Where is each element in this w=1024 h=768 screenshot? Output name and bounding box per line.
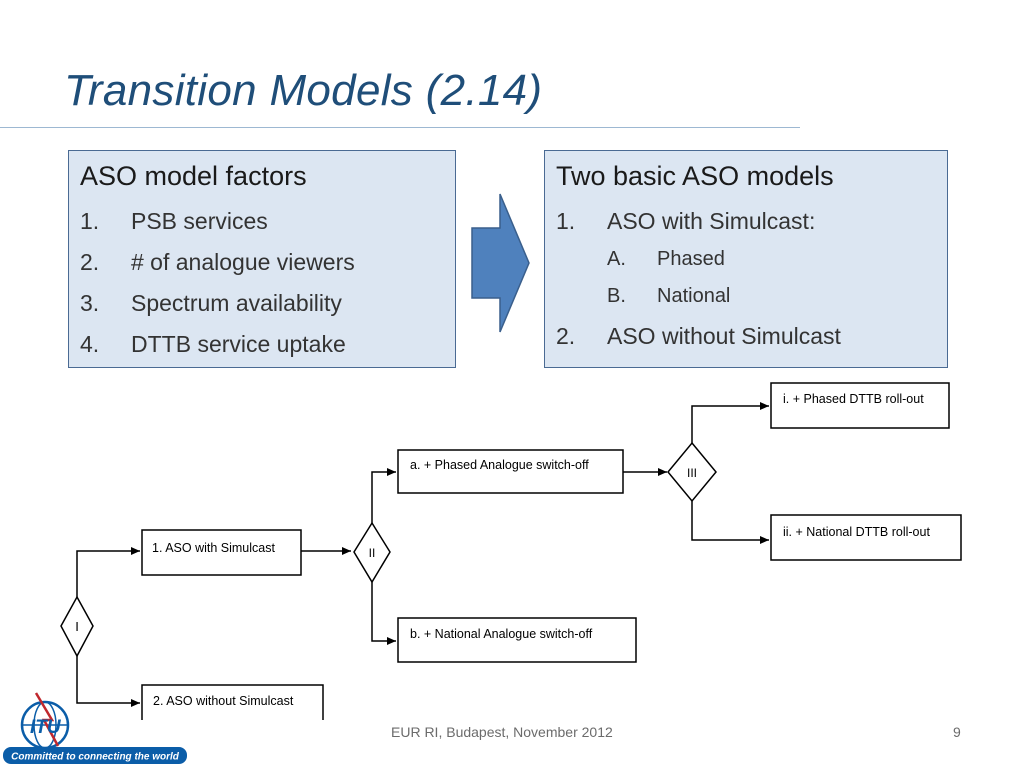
slide-title: Transition Models (2.14) xyxy=(64,66,543,115)
itu-logo: ITU Committed to connecting the world xyxy=(3,692,187,764)
node-label: 1. ASO with Simulcast xyxy=(152,541,275,555)
decision-diamond-1: I xyxy=(60,595,94,658)
decision-diamond-3: III xyxy=(667,441,717,503)
aso-factors-box: ASO model factors 1. PSB services 2. # o… xyxy=(68,150,456,368)
connector xyxy=(76,547,140,597)
list-number: 2. xyxy=(556,323,576,349)
node-label: i. + Phased DTTB roll-out xyxy=(783,392,924,406)
connector xyxy=(691,501,769,544)
aso-models-heading: Two basic ASO models xyxy=(556,161,834,191)
node-aso-without-simulcast xyxy=(141,684,324,720)
connector xyxy=(371,582,396,645)
connector xyxy=(76,656,140,707)
aso-flow-diagram: I II III 1. ASO with Simulcast 2. ASO wi… xyxy=(60,382,962,720)
connector xyxy=(371,468,396,523)
node-label: a. + Phased Analogue switch-off xyxy=(410,458,589,472)
logo-text: ITU xyxy=(30,717,62,738)
list-text: DTTB service uptake xyxy=(131,331,346,357)
connector xyxy=(691,402,769,443)
list-number: 2. xyxy=(80,249,100,275)
node-phased-analogue-switch-off xyxy=(397,449,624,494)
node-aso-with-simulcast xyxy=(141,529,302,576)
node-label: ii. + National DTTB roll-out xyxy=(783,525,930,539)
list-number: 1. xyxy=(80,208,100,234)
list-text: ASO without Simulcast xyxy=(607,323,841,349)
footer-text: EUR RI, Budapest, November 2012 xyxy=(391,724,613,740)
list-text: Phased xyxy=(657,248,725,270)
decision-diamond-2: II xyxy=(353,521,391,584)
list-number: 4. xyxy=(80,331,100,357)
decision-label: II xyxy=(369,546,376,560)
list-text: # of analogue viewers xyxy=(131,249,355,275)
logo-tagline: Committed to connecting the world xyxy=(11,752,180,763)
node-national-dttb-roll-out xyxy=(770,514,962,561)
node-phased-dttb-roll-out xyxy=(770,382,950,429)
list-number: 1. xyxy=(556,208,576,234)
list-number: 3. xyxy=(80,290,100,316)
node-national-analogue-switch-off xyxy=(397,617,637,663)
right-arrow-shape xyxy=(471,193,530,333)
node-label: b. + National Analogue switch-off xyxy=(410,627,593,641)
list-text: PSB services xyxy=(131,208,268,234)
title-divider xyxy=(0,127,800,128)
list-text: ASO with Simulcast: xyxy=(607,208,816,234)
list-letter: A. xyxy=(607,248,626,270)
aso-models-box: Two basic ASO models 1. ASO with Simulca… xyxy=(544,150,948,368)
list-letter: B. xyxy=(607,285,626,307)
decision-label: III xyxy=(687,466,697,480)
decision-label: I xyxy=(75,619,79,634)
node-label: 2. ASO without Simulcast xyxy=(153,694,294,708)
list-text: Spectrum availability xyxy=(131,290,342,316)
page-number: 9 xyxy=(953,724,961,740)
list-text: National xyxy=(657,285,731,307)
aso-factors-heading: ASO model factors xyxy=(80,161,307,191)
